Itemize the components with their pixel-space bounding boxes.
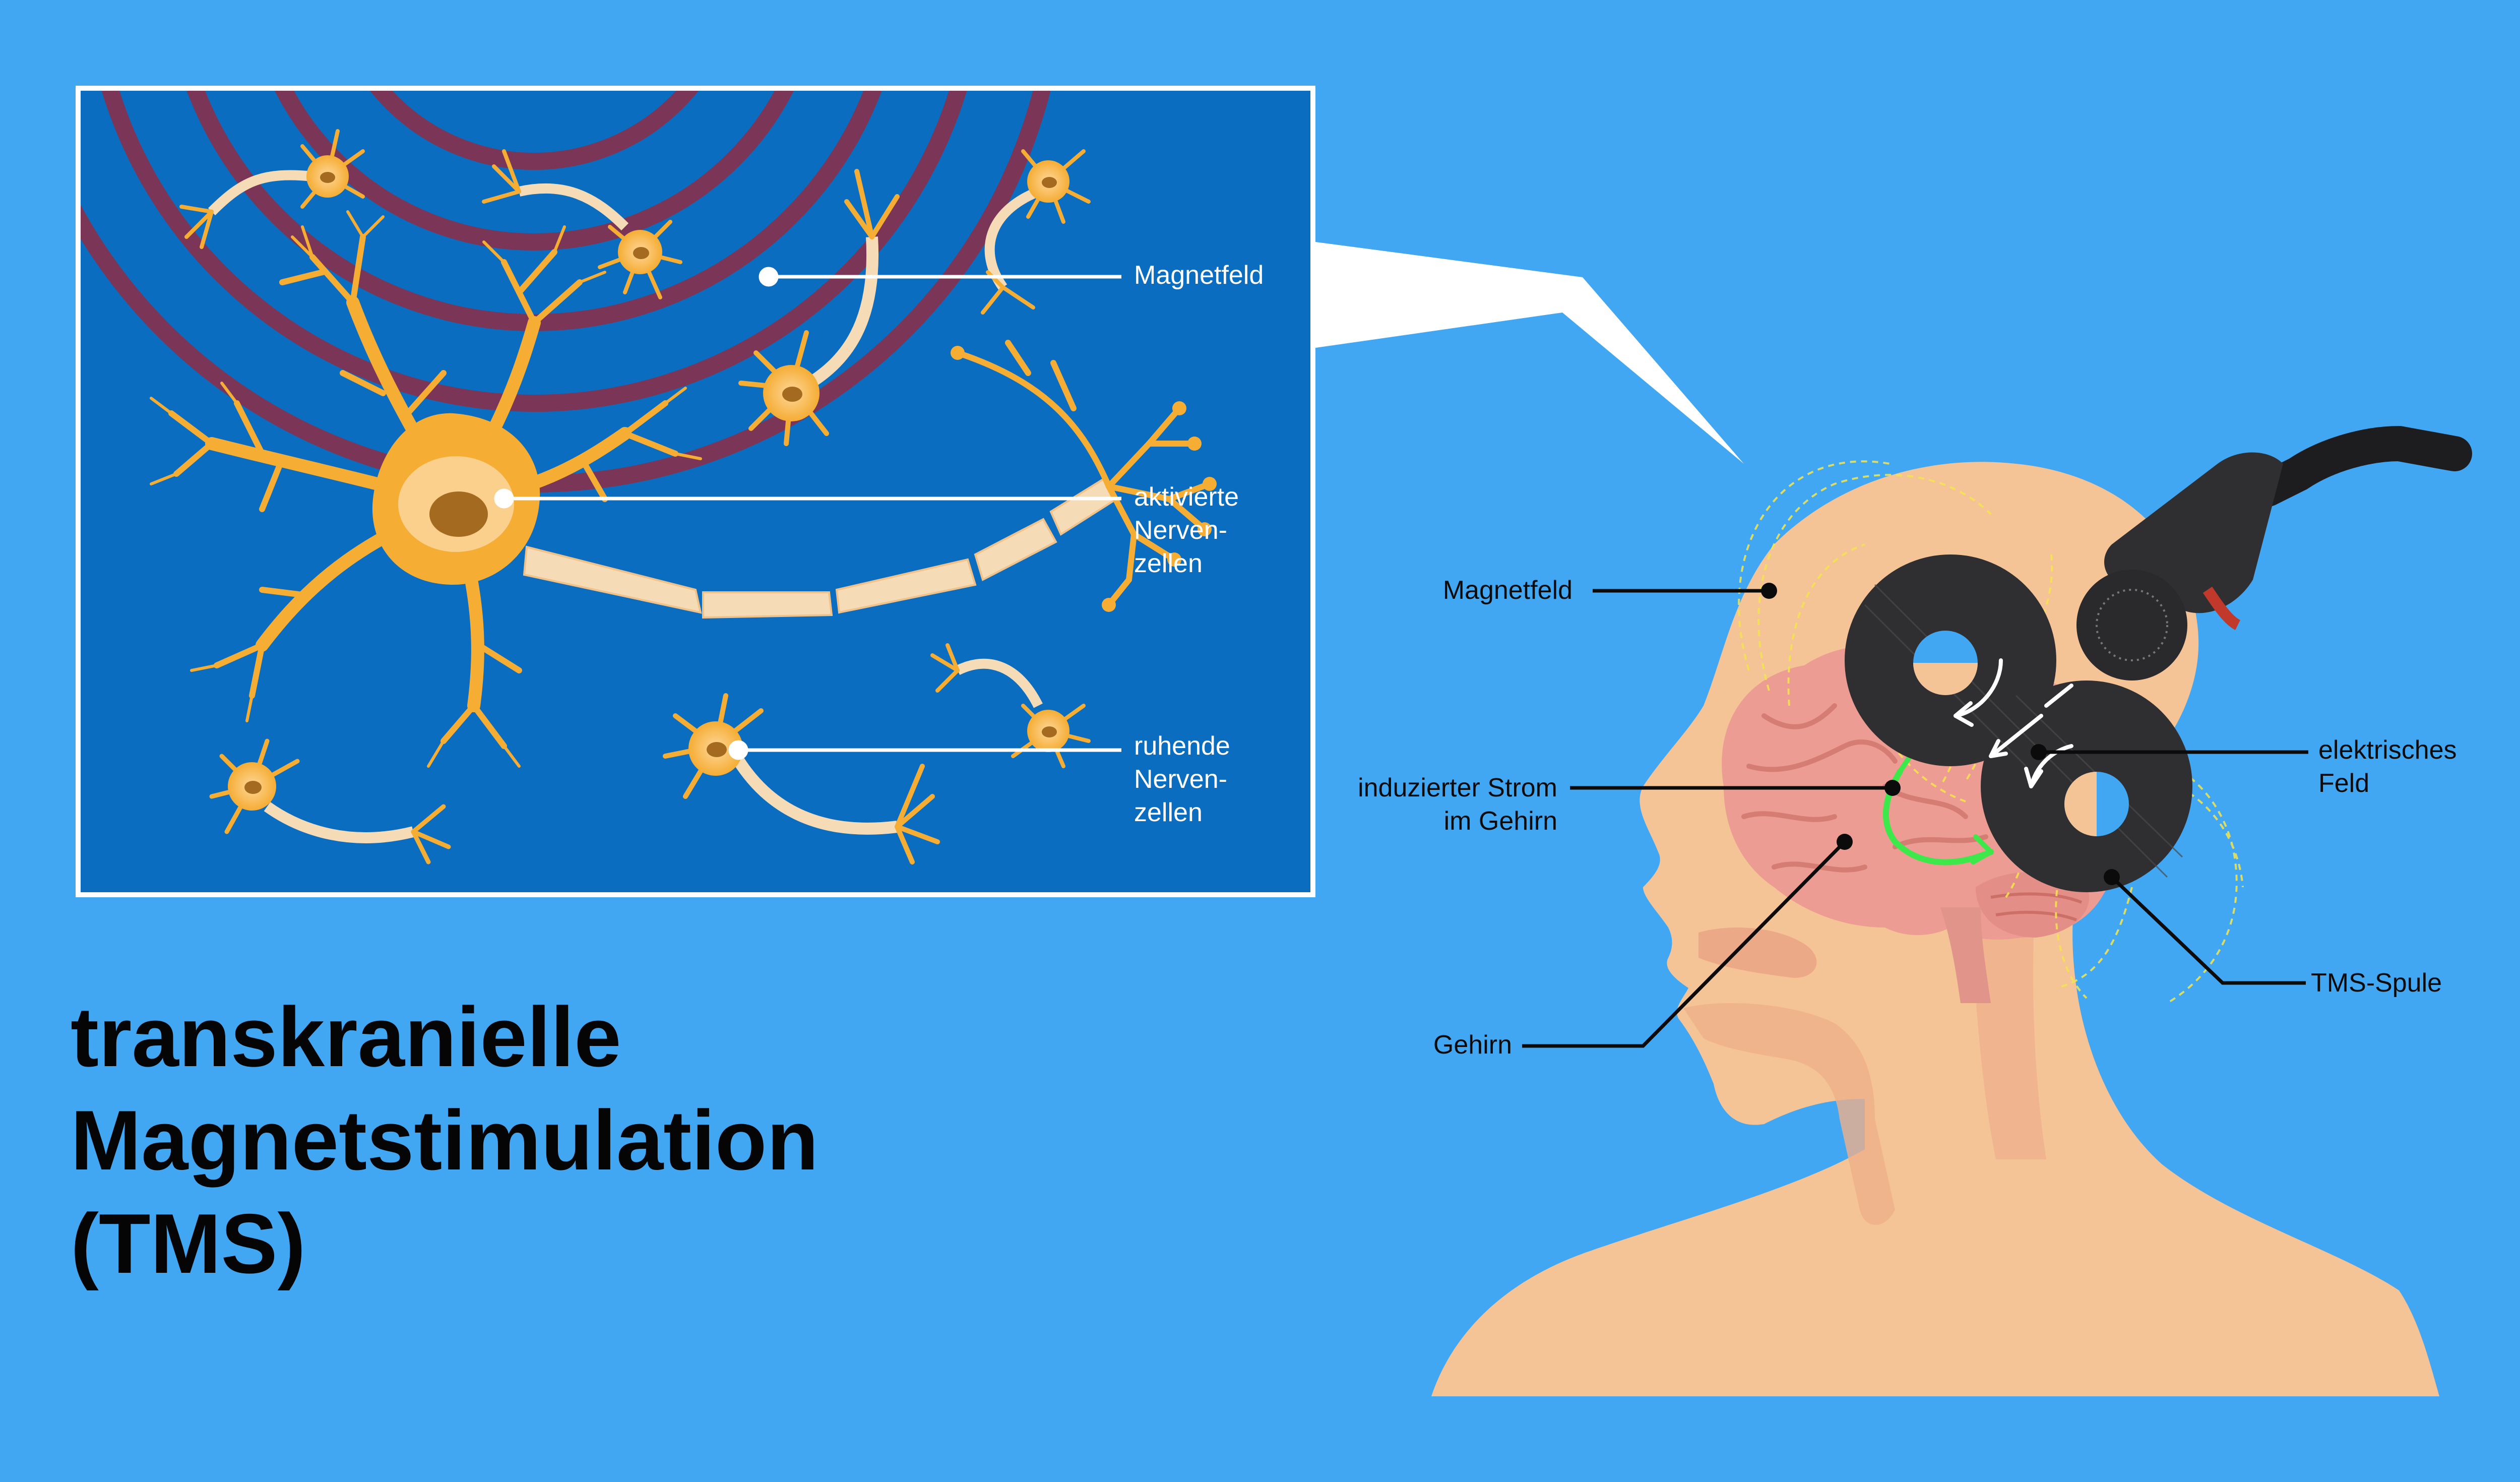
- resting-neuron-bottom-center: [663, 693, 940, 865]
- resting-neuron-bottom-left: [209, 738, 451, 865]
- head-label-magnetfeld-text: Magnetfeld: [1442, 576, 1572, 605]
- callout-pointer: [1315, 242, 1744, 464]
- inset-label-ruhende-line3: zellen: [1134, 798, 1203, 827]
- inset-label-ruhende-line2: Nerven-: [1134, 765, 1227, 794]
- tms-coil: [1845, 425, 2472, 892]
- inset-label-ruhende-nervenzellen: ruhende Nerven- zellen: [1134, 729, 1230, 829]
- page-title-line1: transkranielle: [71, 990, 621, 1084]
- head-label-induzierter-strom: induzierter Strom im Gehirn: [1290, 771, 1557, 838]
- small-neuron-top-left: [179, 129, 365, 249]
- inset-label-magnetfeld-text: Magnetfeld: [1134, 261, 1264, 290]
- activated-neuron-large: [150, 210, 1217, 768]
- inset-label-ruhende-line1: ruhende: [1134, 731, 1230, 761]
- head-label-tms-spule-text: TMS-Spule: [2311, 968, 2442, 998]
- inset-label-aktivierte-line3: zellen: [1134, 549, 1203, 578]
- head-label-magnetfeld: Magnetfeld: [1361, 574, 1572, 607]
- inset-label-magnetfeld: Magnetfeld: [1134, 259, 1264, 292]
- head-label-gehirn-text: Gehirn: [1433, 1030, 1512, 1060]
- head-label-gehirn: Gehirn: [1361, 1028, 1512, 1062]
- induced-current-arrow: [1882, 754, 1994, 866]
- small-neuron-top-right: [981, 149, 1091, 315]
- page-title: transkranielle Magnetstimulation (TMS): [71, 985, 927, 1295]
- small-neuron-center: [738, 169, 900, 446]
- head-label-induzierter-line1: induzierter Strom: [1358, 773, 1557, 802]
- inset-label-aktivierte-line2: Nerven-: [1134, 516, 1227, 545]
- head-label-tms-spule: TMS-Spule: [2311, 966, 2442, 1000]
- head-label-elektrisches-line2: Feld: [2318, 769, 2370, 798]
- page-title-line3: (TMS): [71, 1196, 306, 1291]
- inset-leader-lines: [494, 267, 1121, 760]
- resting-neuron-bottom-right: [930, 643, 1091, 768]
- page-title-line2: Magnetstimulation: [71, 1093, 819, 1188]
- small-neuron-top-middle: [482, 149, 682, 299]
- inset-label-aktivierte-line1: aktivierte: [1134, 482, 1239, 512]
- head-label-elektrisches-line1: elektrisches: [2318, 735, 2457, 765]
- inset-label-aktivierte-nervenzellen: aktivierte Nerven- zellen: [1134, 480, 1239, 580]
- head-leader-lines: [1522, 589, 2308, 1048]
- head-label-induzierter-line2: im Gehirn: [1443, 807, 1557, 836]
- head-label-elektrisches-feld: elektrisches Feld: [2318, 733, 2457, 800]
- head-leader-dots: [1761, 583, 2120, 885]
